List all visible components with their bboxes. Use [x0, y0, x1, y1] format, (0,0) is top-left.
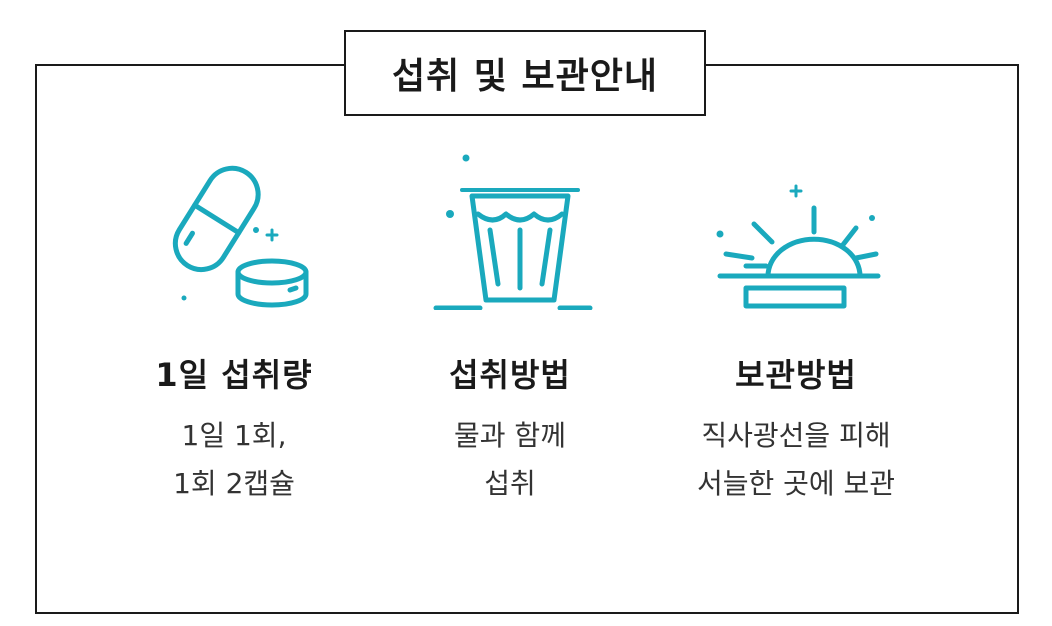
- storage-heading: 보관방법: [735, 356, 857, 394]
- sunlight-icon: [716, 184, 881, 309]
- intake-line-2: 섭취: [484, 467, 536, 500]
- dosage-description: 1일 1회, 1회 2캡슐: [84, 412, 384, 508]
- dosage-line-1: 1일 1회,: [181, 419, 287, 452]
- capsule-and-tablet-icon: [172, 165, 309, 308]
- storage-method-section: 보관방법 직사광선을 피해 서늘한 곳에 보관: [646, 150, 946, 508]
- storage-description: 직사광선을 피해 서늘한 곳에 보관: [646, 412, 946, 508]
- storage-line-1: 직사광선을 피해: [701, 419, 891, 452]
- section-title: 섭취 및 보관안내: [344, 30, 706, 116]
- storage-line-2: 서늘한 곳에 보관: [696, 467, 896, 500]
- intake-heading: 섭취방법: [449, 356, 571, 394]
- dosage-heading: 1일 섭취량: [155, 356, 313, 394]
- dosage-section: 1일 섭취량 1일 1회, 1회 2캡슐: [84, 150, 384, 508]
- intake-line-1: 물과 함께: [454, 419, 566, 452]
- dosage-line-2: 1회 2캡슐: [173, 467, 295, 500]
- intake-method-section: 섭취방법 물과 함께 섭취: [360, 150, 660, 508]
- water-glass-icon: [433, 154, 593, 310]
- intake-description: 물과 함께 섭취: [360, 412, 660, 508]
